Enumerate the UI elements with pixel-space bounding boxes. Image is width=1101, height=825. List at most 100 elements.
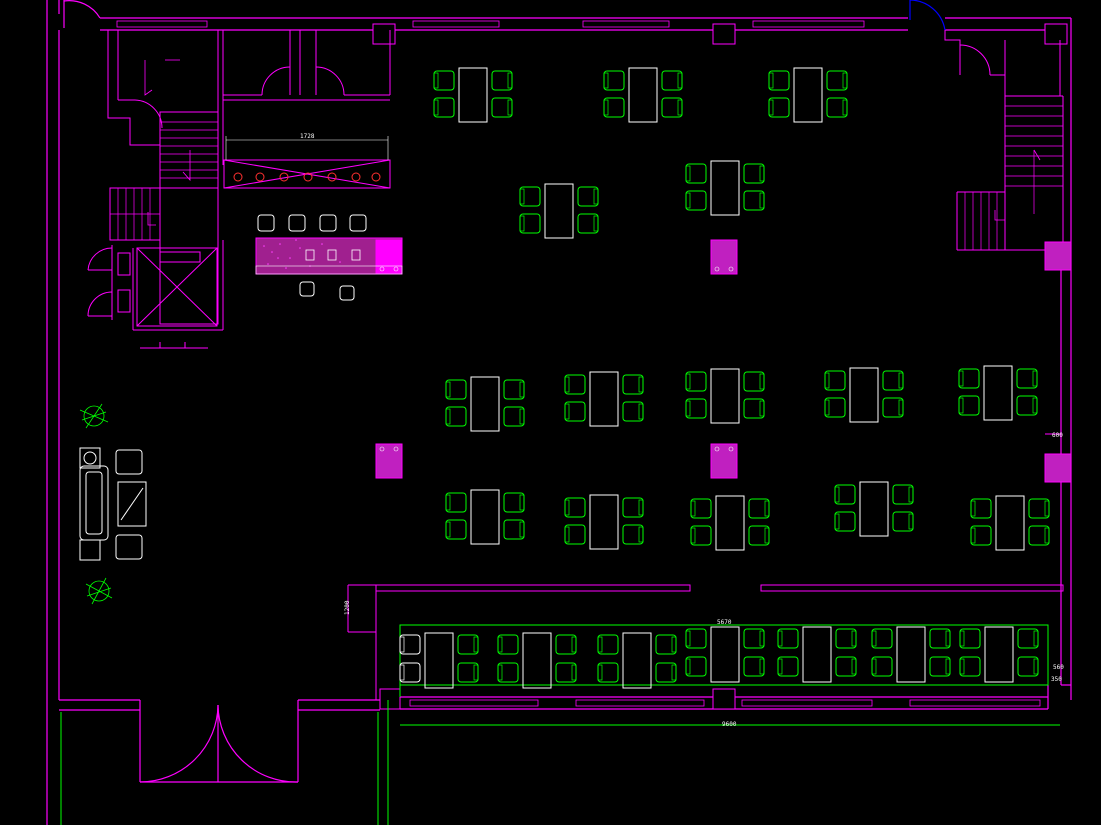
chair [1017, 656, 1039, 677]
dining-table [628, 67, 658, 123]
window-strips-top [116, 20, 1041, 707]
chair [445, 406, 467, 427]
chair [826, 70, 848, 91]
chair [1028, 498, 1050, 519]
dining-tables [399, 67, 1050, 689]
chair [433, 70, 455, 91]
column [1044, 241, 1072, 271]
counter-pattern [263, 239, 341, 269]
dining-table [544, 183, 574, 239]
stair-treads-right [964, 105, 1063, 250]
chair [564, 524, 586, 545]
chair [882, 370, 904, 391]
partitions [347, 433, 1064, 700]
chair [768, 70, 790, 91]
chair [685, 190, 707, 211]
chair [661, 70, 683, 91]
chair [399, 662, 421, 683]
chair [748, 498, 770, 519]
chair [445, 379, 467, 400]
booth-table [896, 626, 926, 683]
booth-set [497, 632, 577, 689]
chair [685, 398, 707, 419]
pendant-lights [233, 172, 381, 182]
chair [892, 484, 914, 505]
dining-table [995, 495, 1025, 551]
wall-columns [372, 23, 1068, 710]
chair [399, 634, 421, 655]
dining-table [589, 494, 619, 550]
chair [457, 662, 479, 683]
chair [690, 498, 712, 519]
chair [743, 656, 765, 677]
table-set [564, 494, 644, 550]
chair [871, 656, 893, 677]
dining-table [715, 495, 745, 551]
chair [555, 662, 577, 683]
dim-left-gap: 1200 [344, 600, 351, 615]
chair [685, 628, 707, 649]
chair [497, 634, 519, 655]
table-set [970, 495, 1050, 551]
table-set [445, 376, 525, 432]
chair [777, 628, 799, 649]
dim-side-a: 560 [1053, 664, 1064, 671]
chair [1028, 525, 1050, 546]
chair [622, 524, 644, 545]
up-arrow-icon [994, 149, 1041, 221]
dimension-labels: 5670 9600 560 350 600 1200 [344, 432, 1064, 728]
dim-bottom: 9600 [722, 721, 737, 728]
chair [777, 656, 799, 677]
main-entrance-door [139, 700, 299, 783]
bar-dimension-line [225, 136, 389, 160]
dining-table [859, 481, 889, 537]
booth-set [871, 626, 951, 683]
bar-dimension-label: 1728 [300, 133, 315, 140]
chair [959, 656, 981, 677]
table-set [433, 67, 513, 123]
chair [433, 97, 455, 118]
chair [892, 511, 914, 532]
booth-table [710, 626, 740, 683]
chair [958, 395, 980, 416]
table-set [958, 365, 1038, 421]
coffee-table [117, 481, 147, 527]
chair [503, 492, 525, 513]
chair [622, 374, 644, 395]
chair [835, 628, 857, 649]
armchair [115, 449, 143, 475]
chair [445, 492, 467, 513]
chair [824, 370, 846, 391]
side-table [79, 447, 101, 469]
table-set [834, 481, 914, 537]
chair [826, 97, 848, 118]
chair [929, 656, 951, 677]
chair [503, 379, 525, 400]
booth-set [399, 632, 479, 689]
chair [1016, 395, 1038, 416]
dim-side-b: 350 [1051, 676, 1062, 683]
dining-table [710, 368, 740, 424]
booth-table [424, 632, 454, 689]
dining-table [470, 376, 500, 432]
chair [622, 401, 644, 422]
chair [655, 634, 677, 655]
chair [661, 97, 683, 118]
chair [743, 190, 765, 211]
table-set [603, 67, 683, 123]
up-arrow-icon [144, 59, 191, 226]
chair [970, 498, 992, 519]
chair [503, 406, 525, 427]
chair [564, 497, 586, 518]
table-set [768, 67, 848, 123]
potted-plant-icon [79, 403, 109, 429]
bar-area: 1728 [223, 133, 403, 301]
beer-taps [305, 249, 361, 261]
sofa [79, 465, 109, 541]
structural-columns [375, 239, 1072, 483]
booth-set [959, 626, 1039, 683]
chair [597, 662, 619, 683]
stair-treads-left [110, 121, 218, 240]
